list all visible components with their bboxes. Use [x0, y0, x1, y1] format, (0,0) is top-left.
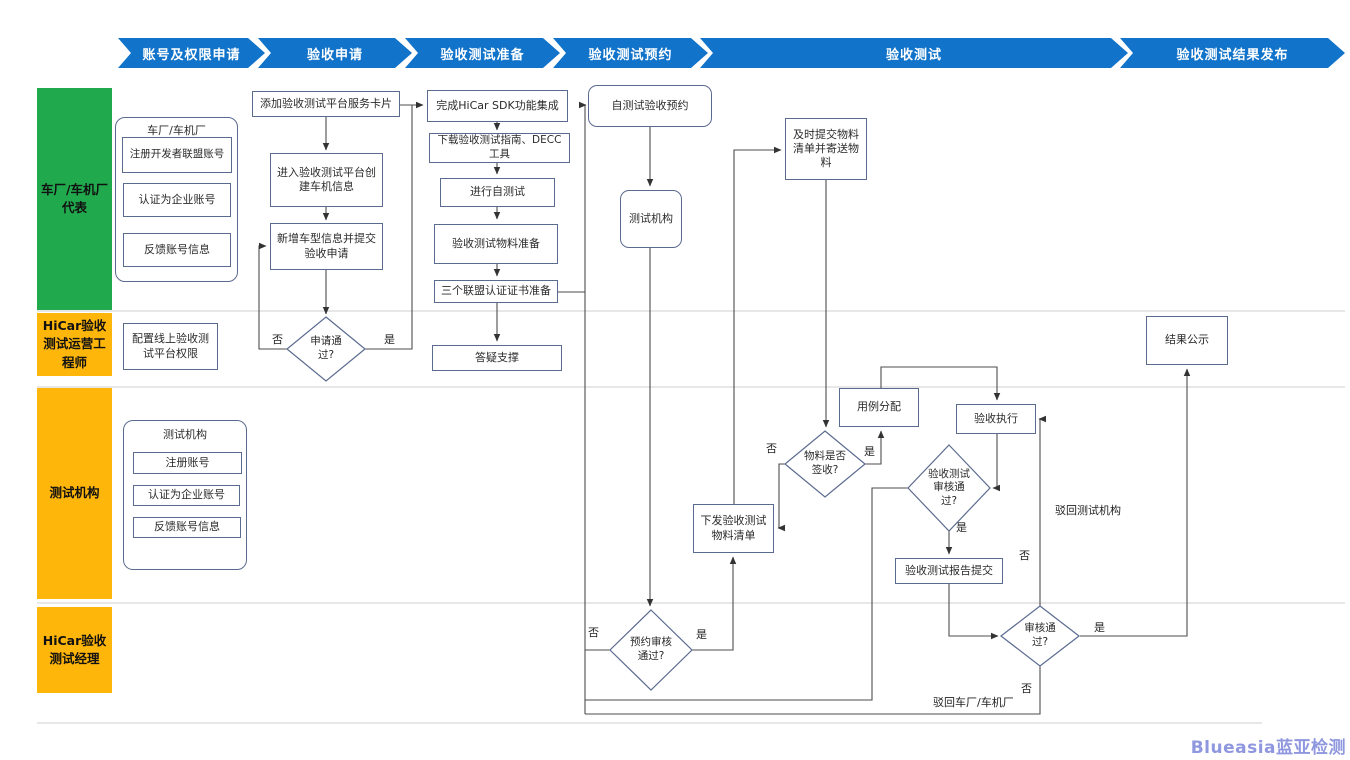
node-test-org: 测试机构: [620, 190, 682, 248]
node-issue-material-list: 下发验收测试物料清单: [693, 504, 774, 553]
phase-arrow-booking: 验收测试预约: [553, 38, 708, 68]
node-self-test-reserve: 自测试验收预约: [588, 85, 712, 127]
lane-label-test-org: 测试机构: [37, 388, 112, 599]
diamond-booking-ok: [609, 609, 693, 691]
edge-yes-booking: 是: [696, 628, 707, 641]
node-report-submit: 验收测试报告提交: [895, 558, 1003, 584]
node-org-enterprise: 认证为企业账号: [133, 485, 240, 506]
diamond-material-ok: [784, 430, 866, 498]
edge-yes-material: 是: [864, 445, 875, 458]
node-new-model-apply: 新增车型信息并提交验收申请: [270, 223, 383, 270]
decision-review-ok: 验收测试审核通过?: [928, 467, 970, 507]
brand-watermark: Blueasia蓝亚检测: [1190, 738, 1346, 758]
node-feedback-account: 反馈账号信息: [123, 233, 231, 267]
edge-yes-final: 是: [1094, 621, 1105, 634]
edge-no-final-down: 否: [1021, 682, 1032, 695]
diamond-review-ok: [907, 444, 991, 532]
group-car-factory-title: 车厂/车机厂: [147, 124, 206, 137]
node-certify-enterprise: 认证为企业账号: [123, 183, 231, 217]
node-org-register: 注册账号: [133, 452, 242, 474]
edge-no-apply: 否: [272, 333, 283, 346]
node-self-test: 进行自测试: [440, 178, 555, 207]
lane-label-test-manager: HiCar验收测试经理: [37, 607, 112, 693]
diamond-apply-ok: [286, 316, 366, 382]
node-add-service-card: 添加验收测试平台服务卡片: [252, 91, 400, 117]
edge-no-final-up: 否: [1019, 549, 1030, 562]
lane-label-car-factory: 车厂/车机厂代表: [37, 88, 112, 310]
phase-label: 账号及权限申请: [142, 47, 241, 63]
phase-arrow-result: 验收测试结果发布: [1120, 38, 1345, 68]
node-case-assign: 用例分配: [839, 388, 919, 427]
node-support: 答疑支撑: [432, 345, 562, 371]
phase-arrow-test: 验收测试: [700, 38, 1128, 68]
node-register-dev-account: 注册开发者联盟账号: [122, 137, 232, 173]
node-sdk-integration: 完成HiCar SDK功能集成: [427, 90, 568, 122]
node-org-feedback: 反馈账号信息: [133, 517, 241, 538]
annotation-reject-car-factory: 驳回车厂/车机厂: [933, 696, 1014, 709]
phase-label: 验收测试结果发布: [1176, 47, 1289, 63]
phase-arrow-apply: 验收申请: [258, 38, 412, 68]
group-test-org-title: 测试机构: [163, 428, 207, 441]
edge-no-material: 否: [766, 442, 777, 455]
phase-label: 验收测试准备: [440, 47, 525, 63]
decision-booking-ok: 预约审核通过?: [630, 636, 672, 662]
node-create-head-unit: 进入验收测试平台创建车机信息: [270, 153, 383, 207]
edge-no-booking: 否: [588, 626, 599, 639]
phase-label: 验收申请: [306, 47, 363, 63]
node-download-guide: 下载验收测试指南、DECC工具: [429, 133, 570, 163]
edge-yes-apply: 是: [384, 333, 395, 346]
diamond-final-ok: [1000, 605, 1080, 667]
node-config-permission: 配置线上验收测试平台权限: [123, 323, 218, 370]
edge-yes-review: 是: [956, 521, 967, 534]
phase-arrow-account: 账号及权限申请: [118, 38, 265, 68]
node-acceptance-exec: 验收执行: [956, 404, 1036, 434]
decision-apply-ok: 申请通过?: [310, 335, 342, 361]
annotation-reject-test-org: 驳回测试机构: [1055, 504, 1121, 517]
node-cert-prep: 三个联盟认证证书准备: [434, 280, 558, 303]
decision-material-ok: 物料是否签收?: [804, 450, 846, 476]
phase-label: 验收测试预约: [588, 47, 673, 63]
node-material-prep: 验收测试物料准备: [434, 224, 558, 264]
decision-final-ok: 审核通过?: [1024, 622, 1056, 648]
lane-label-operation-engineer: HiCar验收测试运营工程师: [37, 313, 112, 376]
phase-label: 验收测试: [885, 47, 942, 63]
phase-arrow-prepare: 验收测试准备: [405, 38, 560, 68]
node-publish-result: 结果公示: [1146, 316, 1228, 365]
node-submit-material: 及时提交物料清单并寄送物料: [785, 118, 867, 180]
